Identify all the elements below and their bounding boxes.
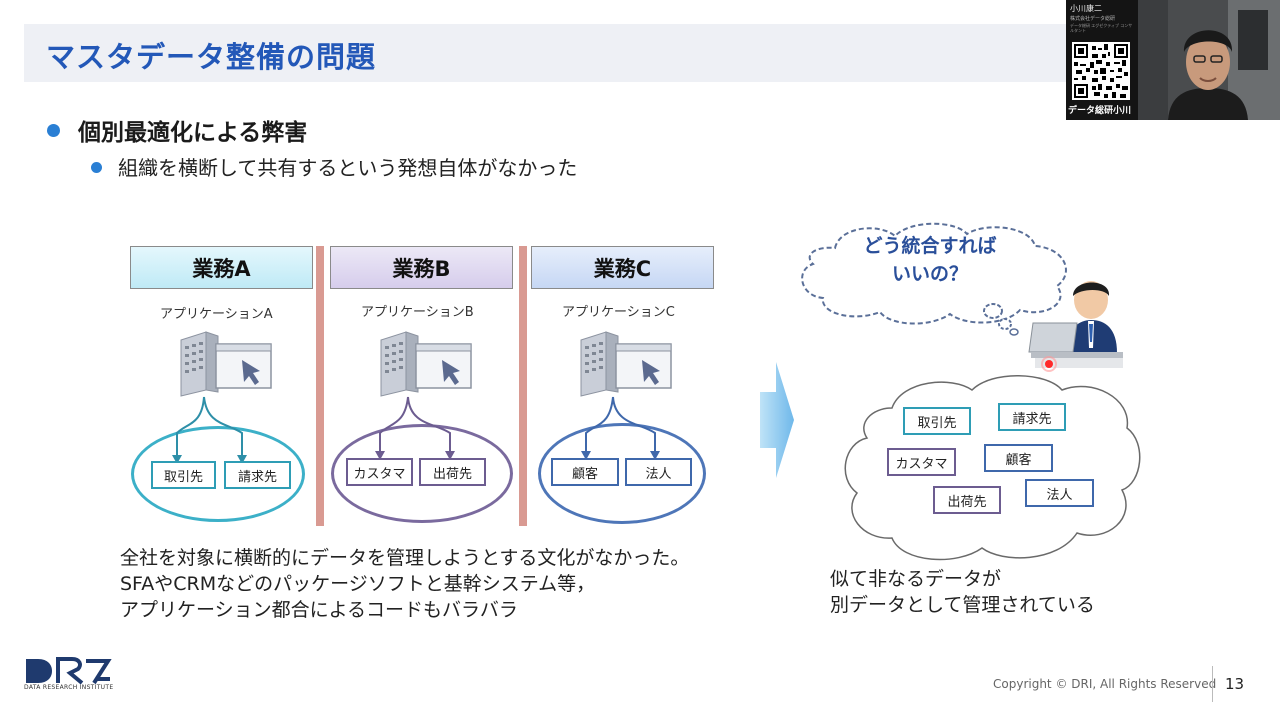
dri-logo [26,657,112,685]
business-a-header: 業務A [130,246,313,289]
branch-arrow-icon [375,396,455,460]
data-entity-box: 顧客 [551,458,619,486]
business-c-header: 業務C [531,246,714,289]
app-c-label: アプリケーションC [562,305,675,320]
data-entity-box: 法人 [625,458,692,486]
bullet-dot [47,124,60,137]
sub-bullet-text: 組織を横断して共有するという発想自体がなかった [118,156,578,180]
caption-line: SFAやCRMなどのパッケージソフトと基幹システム等， [120,573,596,595]
speaker-card: 小川康二 株式会社データ総研 データ総研 エグゼクティブ コンサルタント [1066,0,1138,120]
cloud-entity-box: 出荷先 [933,486,1001,514]
data-entity-box: 出荷先 [419,458,486,486]
data-entity-box: カスタマ [346,458,413,486]
thought-line: いいの？ [891,263,968,285]
caption-line: 似て非なるデータが [830,568,1002,590]
qr-code-icon [1072,42,1130,100]
thought-bubble [801,222,1067,336]
thought-bubble-text: どう統合すれば いいの？ [845,232,1015,288]
copyright-text: Copyright © DRI, All Rights Reserved [993,677,1217,691]
speaker-org: 株式会社データ総研 [1070,16,1116,22]
app-a-data-scope [131,426,305,522]
caption-line: 別データとして管理されている [830,594,1095,616]
data-entity-box: 取引先 [151,461,216,489]
cloud-entity-box: 法人 [1025,479,1094,507]
app-b-data-scope [331,424,513,523]
logo-subtitle: DATA RESEARCH INSTITUTE [24,684,114,691]
bullet-heading: 個別最適化による弊害 [78,120,308,146]
server-window-icon [180,331,272,397]
caption-line: 全社を対象に横断的にデータを管理しようとする文化がなかった。 [120,547,690,569]
server-window-icon [380,331,472,397]
data-entity-box: 請求先 [224,461,291,489]
branch-arrow-icon [581,396,660,460]
branch-arrow-icon [172,396,247,464]
right-arrow-icon [760,362,794,478]
page-number: 13 [1225,675,1245,693]
caption-line: アプリケーション都合によるコードもバラバラ [120,599,518,621]
cloud-entity-box: 取引先 [903,407,971,435]
app-b-label: アプリケーションB [361,305,474,320]
column-divider [519,246,527,526]
speaker-name: 小川康二 [1070,4,1102,13]
sub-bullet-dot [91,162,102,173]
business-b-header: 業務B [330,246,513,289]
right-caption: 似て非なるデータが 別データとして管理されている [830,566,1095,618]
speaker-video [1138,0,1280,120]
slide-title: マスタデータ整備の問題 [46,40,377,74]
cloud-entity-box: 請求先 [998,403,1066,431]
app-a-label: アプリケーションA [160,307,273,322]
server-window-icon [580,331,672,397]
title-band [24,24,1067,82]
cloud-entity-box: 顧客 [984,444,1053,472]
app-c-data-scope [538,423,706,524]
thought-line: どう統合すれば [863,235,997,257]
column-divider [316,246,324,526]
footer-divider [1212,666,1213,702]
webcam-overlay: 小川康二 株式会社データ総研 データ総研 エグゼクティブ コンサルタント [1066,0,1280,120]
person-at-laptop-icon [1028,281,1123,372]
cloud-entity-box: カスタマ [887,448,956,476]
speaker-handle: データ総研小川 [1068,106,1132,116]
speaker-desc: データ総研 エグゼクティブ コンサルタント [1070,23,1133,33]
left-caption: 全社を対象に横断的にデータを管理しようとする文化がなかった。 SFAやCRMなど… [120,545,689,623]
